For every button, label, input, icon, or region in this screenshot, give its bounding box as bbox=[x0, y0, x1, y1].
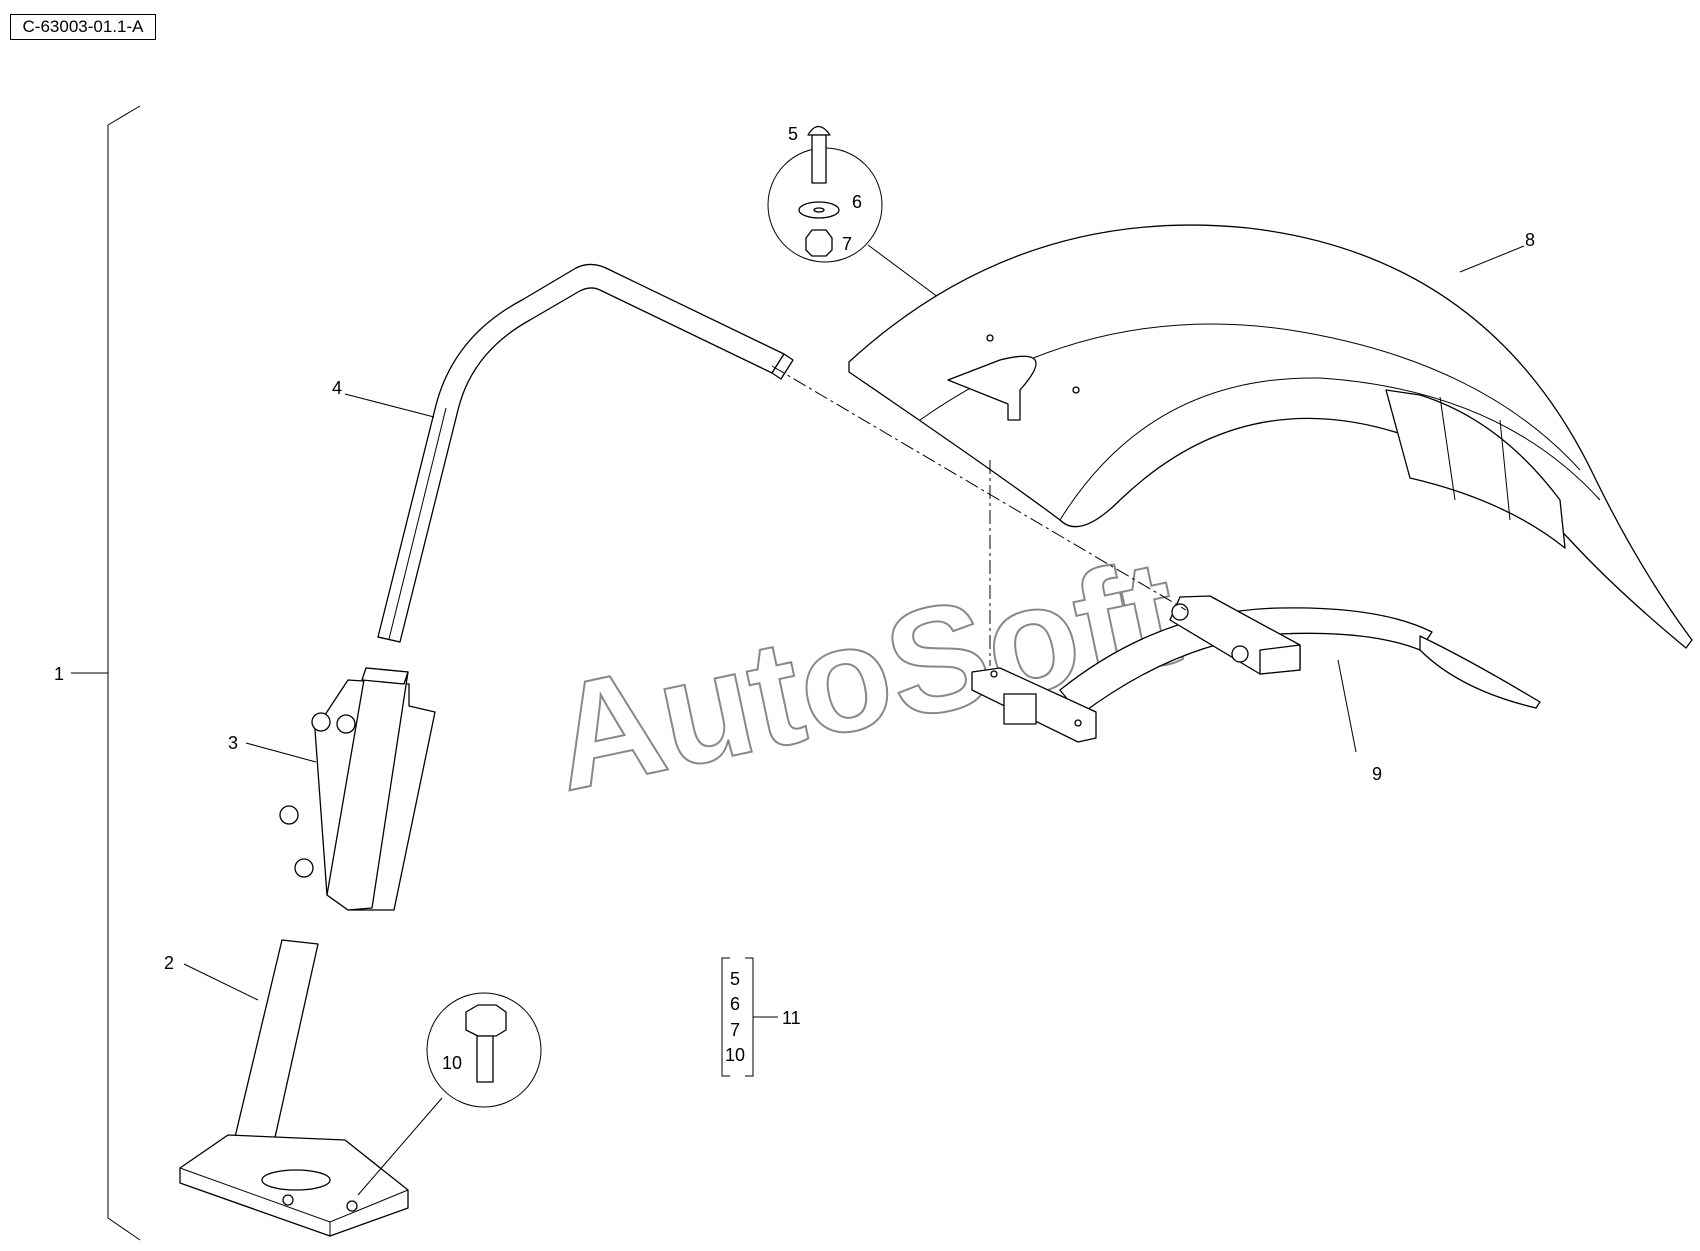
part-4-bent-tube: 4 bbox=[332, 263, 794, 643]
callout-10: 10 bbox=[442, 1053, 462, 1073]
callout-11: 11 bbox=[782, 1008, 801, 1028]
callout-5: 5 bbox=[788, 124, 798, 144]
part-9-support-frame: 9 bbox=[971, 595, 1541, 784]
callout-8: 8 bbox=[1525, 230, 1535, 250]
kit-item-10: 10 bbox=[725, 1045, 745, 1065]
kit-item-6: 6 bbox=[730, 994, 740, 1014]
callout-6: 6 bbox=[852, 192, 862, 212]
detail-10: 10 bbox=[357, 992, 542, 1196]
assembly-bracket: 1 bbox=[54, 105, 141, 1241]
part-8-fender: 8 bbox=[848, 224, 1693, 649]
kit-group-11: 5 6 7 10 11 bbox=[721, 957, 801, 1077]
callout-2: 2 bbox=[164, 953, 174, 973]
callout-3: 3 bbox=[228, 733, 238, 753]
drawing-reference: C-63003-01.1-A bbox=[10, 14, 156, 40]
callout-9: 9 bbox=[1372, 764, 1382, 784]
detail-5-6-7: 5 6 7 bbox=[767, 124, 994, 339]
callout-4: 4 bbox=[332, 378, 342, 398]
kit-item-5: 5 bbox=[730, 969, 740, 989]
callout-7: 7 bbox=[842, 234, 852, 254]
kit-item-7: 7 bbox=[730, 1020, 740, 1040]
callout-1: 1 bbox=[54, 664, 64, 684]
part-3-clamp: 3 bbox=[228, 667, 436, 911]
assembly-centerlines bbox=[771, 365, 1187, 666]
part-2-foot-post: 2 bbox=[164, 939, 409, 1237]
